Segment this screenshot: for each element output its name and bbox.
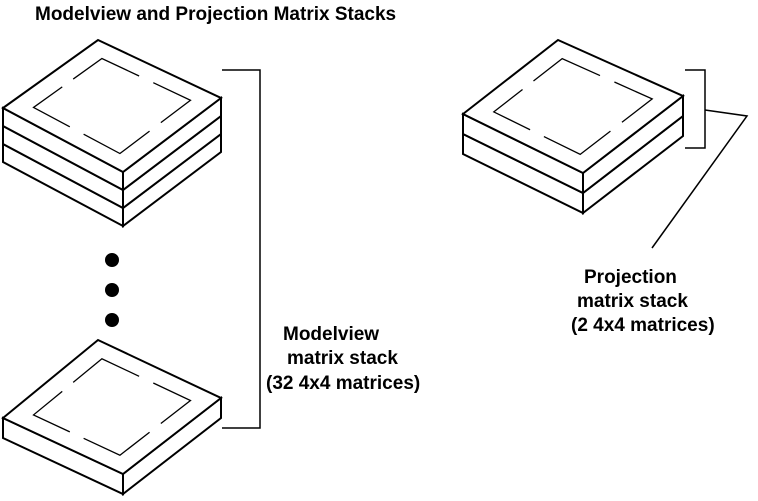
modelview-top-top-face: [1, 38, 223, 174]
modelview-label: Modelview matrix stack (32 4x4 matrices): [266, 324, 420, 394]
modelview-top-inner-mark-right: [153, 82, 192, 124]
modelview-top-inner-mark-top: [72, 57, 140, 80]
modelview-label-line-3: (32 4x4 matrices): [266, 373, 420, 394]
modelview-stack-bottom: [1, 338, 223, 497]
projection-top-face: [461, 38, 685, 175]
modelview-label-line-2: matrix stack: [287, 348, 398, 369]
modelview-bottom-inner-mark-right: [153, 382, 192, 425]
modelview-top-inner-mark-left: [32, 86, 71, 128]
projection-label-line-3: (2 4x4 matrices): [571, 315, 715, 336]
modelview-bottom-top-face: [1, 338, 223, 476]
ellipsis-dot-1: [105, 253, 119, 267]
projection-label: Projection matrix stack (2 4x4 matrices): [571, 267, 715, 336]
projection-inner-mark-right: [614, 81, 654, 123]
projection-label-line-1: Projection: [584, 267, 677, 288]
projection-bracket: [685, 69, 706, 149]
ellipsis-dot-3: [105, 313, 119, 327]
projection-inner-mark-left: [492, 89, 531, 131]
projection-label-line-2: matrix stack: [577, 291, 688, 312]
modelview-top-inner-mark-bottom: [83, 130, 150, 155]
ellipsis-dot-2: [105, 283, 119, 297]
modelview-stack-top: [1, 38, 223, 229]
modelview-bottom-inner-mark-bottom: [83, 431, 150, 456]
projection-inner-mark-top: [533, 57, 601, 82]
modelview-bottom-inner-mark-top: [72, 357, 140, 383]
modelview-ellipsis: [105, 253, 119, 327]
modelview-bracket: [222, 69, 261, 429]
projection-inner-mark-bottom: [543, 130, 611, 156]
diagram-title: Modelview and Projection Matrix Stacks: [35, 4, 396, 25]
projection-stack: [461, 38, 685, 216]
projection-leader-line: [651, 109, 749, 249]
modelview-label-line-1: Modelview: [283, 324, 379, 345]
modelview-bottom-inner-mark-left: [32, 390, 71, 433]
